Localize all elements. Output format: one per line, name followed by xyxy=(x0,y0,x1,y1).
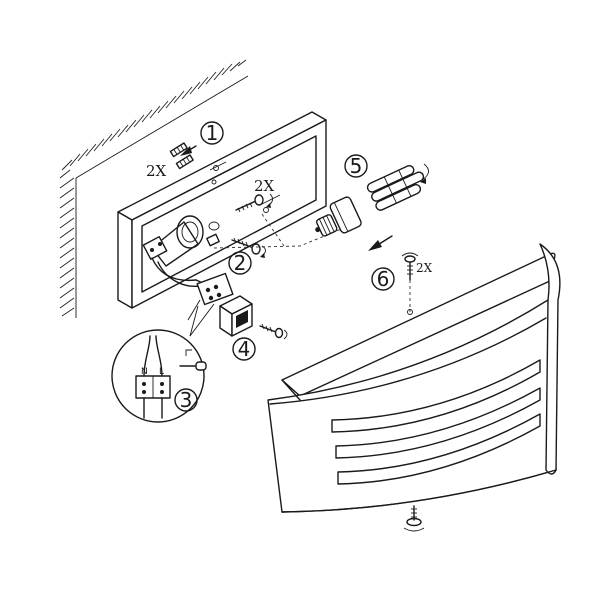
svg-text:1: 1 xyxy=(206,121,219,145)
step-2-quantity: 2X xyxy=(254,177,275,195)
terminal-block xyxy=(187,272,234,337)
step-2-screw-top xyxy=(235,193,273,213)
step-4-screw xyxy=(259,323,288,340)
step-1-quantity: 2X xyxy=(146,162,167,180)
cable-clip xyxy=(206,221,220,247)
step-label-5: 5 xyxy=(344,154,368,178)
step-label-2: 2 xyxy=(228,251,252,275)
step-label-6: 6 xyxy=(371,267,395,291)
screw-hole-right xyxy=(263,207,269,213)
step-6-screw xyxy=(401,252,419,315)
step-2-screw-holder xyxy=(231,237,266,258)
svg-text:2: 2 xyxy=(234,251,247,275)
lamp-holder xyxy=(142,215,204,267)
terminal-label-neutral: N xyxy=(141,367,148,377)
svg-text:5: 5 xyxy=(350,154,363,178)
terminal-label-live: L xyxy=(159,367,164,377)
step-label-3: 3 xyxy=(174,388,198,412)
bottom-screw xyxy=(403,505,425,532)
wall-hatch-top xyxy=(60,59,249,179)
svg-text:4: 4 xyxy=(238,337,251,361)
screw-hole-top xyxy=(213,165,219,171)
step-label-1: 1 xyxy=(200,121,224,145)
svg-text:3: 3 xyxy=(180,388,193,412)
step-6-quantity: 2X xyxy=(416,261,433,275)
step-1-wall-plugs xyxy=(169,142,197,170)
lamp-cover xyxy=(267,243,561,513)
wall xyxy=(59,59,249,318)
svg-text:6: 6 xyxy=(377,267,390,291)
backplate xyxy=(117,111,327,309)
step-3-wiring-detail xyxy=(111,305,207,423)
step-label-4: 4 xyxy=(232,337,256,361)
screwdriver-icon xyxy=(179,349,207,371)
wall-hatch-left xyxy=(59,169,77,318)
step-5-bulb xyxy=(315,163,429,251)
step-4-switch xyxy=(219,295,253,337)
